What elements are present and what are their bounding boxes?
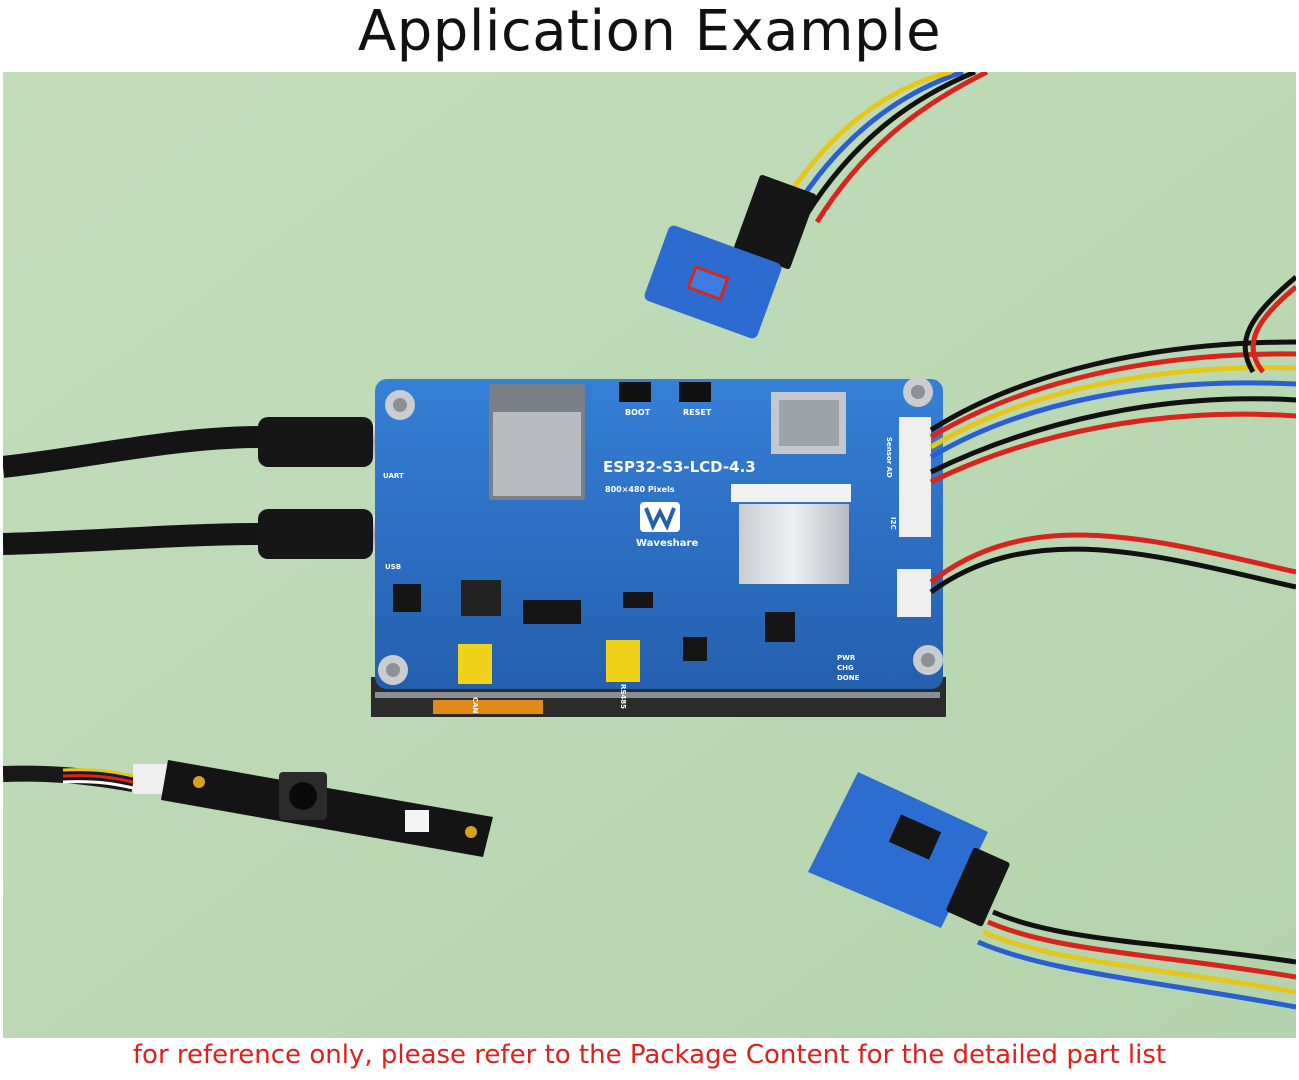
done-label: DONE (837, 674, 860, 682)
esp32-board: BOOT RESET ESP32-S3-LCD-4.3 800×480 Pixe… (375, 377, 943, 714)
chg-label: CHG (837, 664, 854, 672)
usb-label: USB (385, 563, 401, 571)
brand-label: Waveshare (636, 538, 698, 549)
board-resolution-label: 800×480 Pixels (605, 485, 675, 494)
can-label: CAN (471, 697, 479, 714)
pwr-label: PWR (837, 654, 856, 662)
board-model-label: ESP32-S3-LCD-4.3 (603, 458, 756, 476)
sensor-ad-label: Sensor AD (885, 437, 893, 478)
wire-bundle-right (929, 275, 1296, 595)
product-photo: BOOT RESET ESP32-S3-LCD-4.3 800×480 Pixe… (3, 72, 1296, 1038)
camera-module (3, 760, 493, 857)
boot-label: BOOT (625, 408, 651, 417)
waveshare-logo (640, 502, 680, 532)
reset-label: RESET (683, 408, 712, 417)
sensor-module-top (644, 72, 989, 339)
rs485-label: RS485 (619, 684, 627, 709)
i2c-label: I2C (889, 517, 897, 530)
uart-label: UART (383, 472, 404, 480)
disclaimer-caption: for reference only, please refer to the … (132, 1040, 1167, 1070)
page-title: Application Example (357, 0, 942, 64)
sensor-module-bottom (808, 772, 1296, 1010)
